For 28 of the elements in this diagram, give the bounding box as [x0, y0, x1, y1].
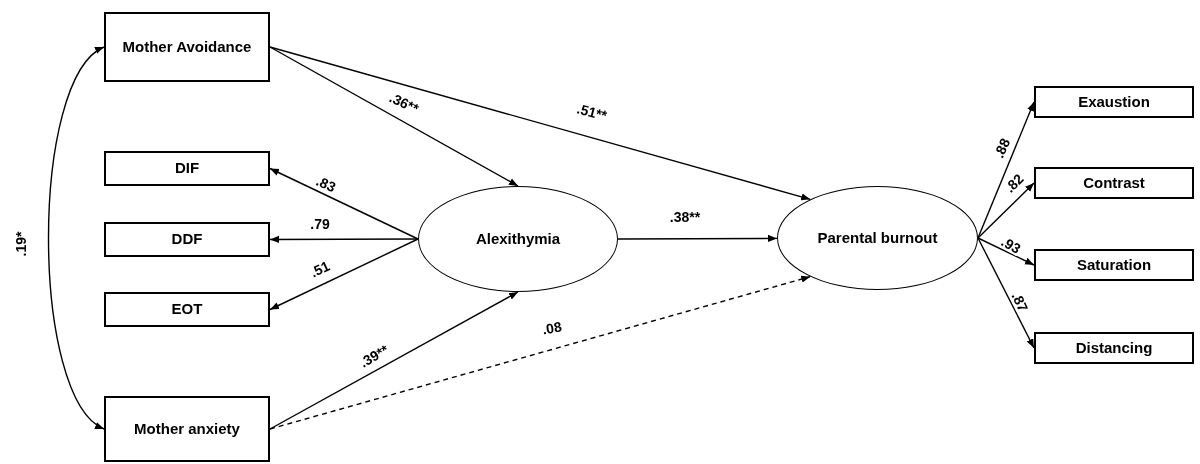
observed-variable-box: DIF — [104, 151, 270, 186]
path-arrow — [977, 237, 1035, 349]
curved-double-arrow — [47, 46, 105, 430]
path-arrow — [269, 238, 419, 311]
observed-variable-box: DDF — [104, 222, 270, 257]
observed-variable-box: Saturation — [1034, 249, 1194, 281]
observed-variable-box: Mother anxiety — [104, 396, 270, 462]
path-coefficient: .38** — [668, 210, 702, 224]
path-arrow — [269, 275, 811, 430]
path-coefficient: .19* — [14, 230, 28, 258]
latent-variable-ellipse: Parental burnout — [777, 186, 978, 290]
path-arrow — [269, 46, 519, 187]
path-arrow — [617, 234, 778, 242]
path-coefficient: .08 — [540, 319, 564, 337]
latent-variable-ellipse: Alexithymia — [418, 186, 618, 292]
path-arrow — [977, 101, 1035, 239]
path-arrow — [269, 291, 519, 430]
path-arrow — [269, 235, 419, 244]
path-arrow — [977, 182, 1035, 239]
path-arrow — [977, 237, 1035, 266]
observed-variable-box: Contrast — [1034, 167, 1194, 199]
path-arrow — [269, 167, 419, 240]
observed-variable-box: Exaustion — [1034, 86, 1194, 118]
observed-variable-box: Mother Avoidance — [104, 12, 270, 82]
path-coefficient: .79 — [309, 217, 331, 231]
path-arrow — [269, 46, 811, 201]
observed-variable-box: EOT — [104, 292, 270, 327]
observed-variable-box: Distancing — [1034, 332, 1194, 364]
